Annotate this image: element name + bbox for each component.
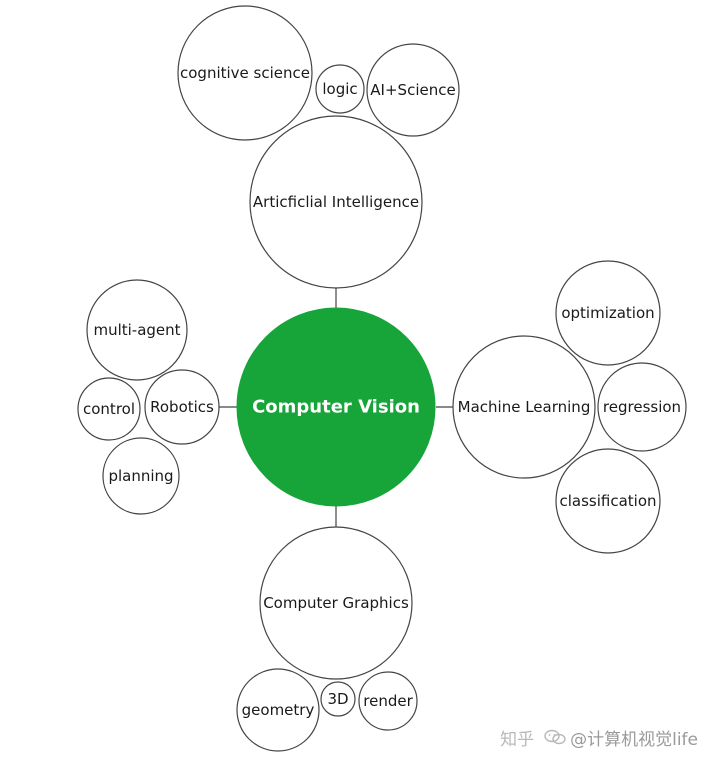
- node-machine-learning-label: Machine Learning: [458, 398, 591, 416]
- cluster-robotics: multi-agent planning control Robotics: [77, 279, 220, 515]
- node-ai-science-label: AI+Science: [370, 81, 455, 99]
- node-ai-label: Articficlial Intelligence: [253, 193, 419, 211]
- node-ai-science-circle: [366, 43, 460, 137]
- node-logic-label: logic: [322, 80, 357, 98]
- node-3d-circle: [320, 681, 356, 717]
- watermark-brand: 知乎: [500, 729, 535, 750]
- node-robotics-label: Robotics: [150, 398, 214, 416]
- node-computer-graphics-circle: [259, 526, 413, 680]
- node-planning-label: planning: [108, 467, 173, 485]
- watermark-handle: @计算机视觉life: [570, 729, 698, 750]
- node-control-circle: [77, 377, 141, 441]
- center-circle: [236, 307, 436, 507]
- watermark: 知乎 @计算机视觉life: [500, 724, 698, 750]
- cluster-machine-learning: Machine Learning optimization regression…: [452, 260, 687, 554]
- node-multi-agent-circle: [86, 279, 188, 381]
- node-computer-graphics-label: Computer Graphics: [263, 594, 409, 612]
- node-render-circle: [358, 671, 418, 731]
- node-control-label: control: [83, 400, 135, 418]
- node-ai-circle: [249, 115, 423, 289]
- node-3d-label: 3D: [327, 690, 348, 708]
- node-geometry-label: geometry: [242, 701, 315, 719]
- node-regression-label: regression: [603, 398, 681, 416]
- node-computer-vision: Computer Vision: [236, 307, 436, 507]
- center-label: Computer Vision: [252, 397, 420, 418]
- node-cognitive-science-label: cognitive science: [180, 64, 310, 82]
- node-render-label: render: [363, 692, 413, 710]
- node-optimization-circle: [555, 260, 661, 366]
- node-cognitive-science-circle: [177, 5, 313, 141]
- node-geometry-circle: [236, 668, 320, 752]
- node-classification-circle: [555, 448, 661, 554]
- cluster-computer-graphics: Computer Graphics geometry render 3D: [236, 526, 418, 752]
- node-machine-learning-circle: [452, 335, 596, 479]
- node-multi-agent-label: multi-agent: [93, 321, 180, 339]
- node-optimization-label: optimization: [561, 304, 654, 322]
- connectors: [219, 288, 453, 527]
- node-classification-label: classification: [559, 492, 656, 510]
- cluster-artificial-intelligence: cognitive science AI+Science logic Artic…: [177, 5, 460, 289]
- node-logic-circle: [315, 64, 365, 114]
- node-regression-circle: [597, 362, 687, 452]
- node-robotics-circle: [144, 369, 220, 445]
- node-planning-circle: [102, 437, 180, 515]
- wechat-icon: [544, 729, 566, 745]
